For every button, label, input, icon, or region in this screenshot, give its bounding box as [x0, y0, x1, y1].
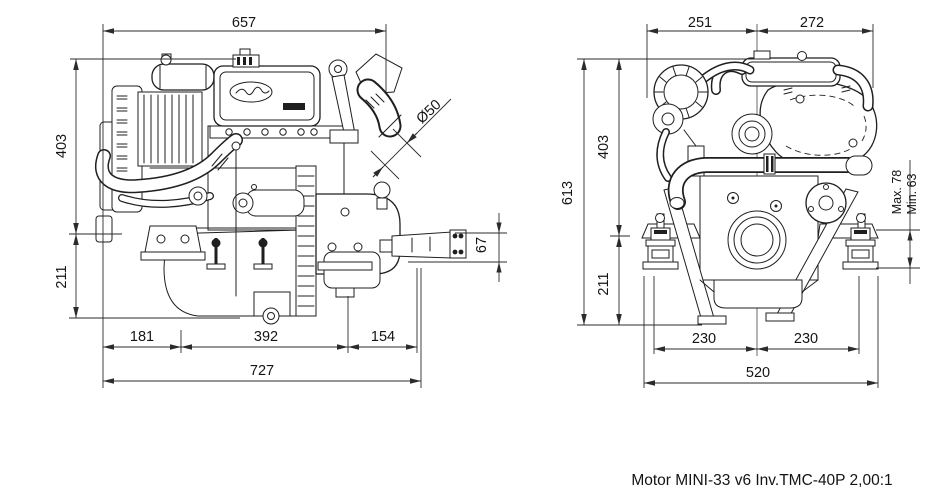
dim-side-lower-height: 211 — [54, 233, 240, 319]
dim-label-520: 520 — [746, 365, 770, 381]
dim-label-foot-min: Min. 63 — [905, 173, 919, 214]
model-badge — [283, 103, 305, 110]
dim-label-657: 657 — [232, 15, 256, 31]
dim-label-613: 613 — [560, 181, 576, 205]
drawing-caption: Motor MINI-33 v6 Inv.TMC-40P 2,00:1 — [631, 472, 892, 489]
dim-front-foot-adjust: Max. 78 Min. 63 — [876, 160, 920, 284]
dim-label-230-right: 230 — [794, 331, 818, 347]
side-view: 657 403 211 Ø50 67 — [54, 15, 507, 388]
front-view-engine-art — [641, 24, 879, 356]
dim-label-727: 727 — [250, 363, 274, 379]
dim-front-top-widths: 251 272 — [646, 15, 874, 98]
dim-label-403-front: 403 — [596, 135, 612, 159]
dim-label-272: 272 — [800, 15, 824, 31]
dim-label-392: 392 — [254, 329, 278, 345]
dim-label-251: 251 — [688, 15, 712, 31]
dim-label-154: 154 — [371, 329, 395, 345]
dim-label-230-left: 230 — [692, 331, 716, 347]
dim-side-overall-length: 727 — [103, 363, 421, 384]
dim-front-upper-height: 403 — [596, 59, 630, 237]
dim-label-181: 181 — [130, 329, 154, 345]
dim-front-lower-height: 211 — [596, 236, 622, 325]
dim-front-foot-overall: 520 — [643, 276, 879, 388]
dim-side-upper-height: 403 — [54, 58, 236, 234]
dim-front-foot-spacings: 230 230 — [653, 276, 860, 354]
dim-label-hose-diameter: Ø50 — [414, 97, 445, 127]
dim-side-top-width: 657 — [102, 15, 387, 388]
brand-logo-oval — [229, 81, 273, 103]
side-view-engine-art — [95, 48, 467, 325]
dim-label-211-front: 211 — [596, 272, 612, 295]
dim-label-211-side: 211 — [54, 265, 70, 288]
dim-label-403-side: 403 — [54, 134, 70, 158]
dim-side-bottom-lengths: 181 392 154 — [103, 268, 422, 388]
dim-side-coupling-height: 67 — [408, 213, 507, 282]
front-view: 251 272 613 403 211 Max. 78 Min. 63 — [560, 15, 920, 388]
dim-front-overall-height: 613 — [560, 58, 758, 326]
dim-label-67: 67 — [474, 237, 490, 253]
dim-label-foot-max: Max. 78 — [890, 170, 904, 215]
